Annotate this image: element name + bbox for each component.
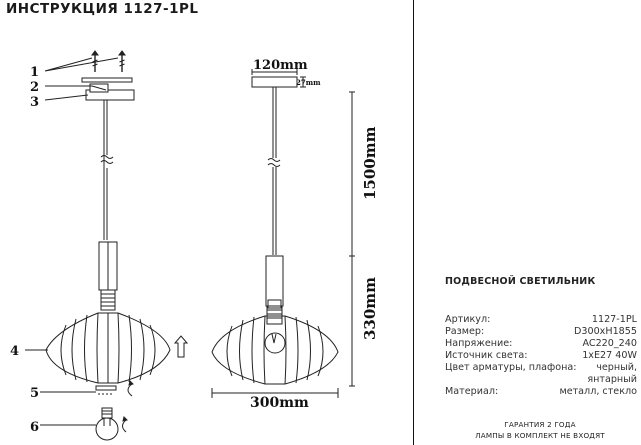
- callout-number: 2: [30, 80, 39, 95]
- glass-shade: [45, 312, 171, 384]
- spec-value: 1xE27 40W: [582, 350, 637, 361]
- spec-key: Источник света:: [445, 350, 528, 361]
- spec-key: Материал:: [445, 386, 499, 397]
- spec-key: Размер:: [445, 326, 485, 337]
- callout-number: 1: [30, 65, 39, 80]
- up-arrow-icon: [173, 335, 189, 358]
- dimension-label: 330mm: [361, 277, 379, 340]
- spec-value: черный,: [596, 362, 637, 373]
- callout-number: 6: [30, 420, 39, 435]
- dimension-label: 300mm: [250, 395, 309, 411]
- dimension-label: 1500mm: [361, 126, 379, 200]
- screw-icon: [118, 50, 126, 72]
- page-title: ИНСТРУКЦИЯ 1127-1PL: [6, 1, 199, 17]
- spec-value: металл, стекло: [559, 386, 637, 397]
- locking-ring: [95, 385, 117, 391]
- bulbs-not-included-text: ЛАМПЫ В КОМПЛЕКТ НЕ ВХОДЯТ: [475, 431, 605, 440]
- holder-tube: [265, 255, 284, 307]
- glass-shade: [211, 315, 339, 385]
- dimension-label: 27mm: [296, 78, 321, 87]
- spec-value: AC220_240: [582, 338, 637, 349]
- mounting-bar: [81, 77, 133, 83]
- exploded-view: [25, 50, 189, 441]
- bulb-icon: [264, 332, 286, 354]
- callout-number: 4: [10, 344, 19, 359]
- spec-key: Артикул:: [445, 314, 491, 325]
- spec-value: янтарный: [587, 374, 637, 385]
- callout-number: 3: [30, 95, 39, 110]
- socket: [100, 289, 116, 311]
- spec-value: D300xH1855: [573, 326, 637, 337]
- rotate-arrow-icon: [127, 383, 133, 397]
- canopy: [251, 76, 298, 88]
- vertical-divider: [413, 0, 414, 445]
- socket: [266, 305, 283, 325]
- spec-key: Напряжение:: [445, 338, 513, 349]
- spec-key: Цвет арматуры, плафона:: [445, 362, 577, 373]
- dimension-label: 120mm: [253, 58, 308, 73]
- bulb-icon: [95, 407, 119, 441]
- product-title: ПОДВЕСНОЙ СВЕТИЛЬНИК: [445, 276, 596, 287]
- rotate-arrow-icon: [122, 419, 127, 433]
- warranty-text: ГАРАНТИЯ 2 ГОДА: [504, 420, 576, 429]
- screw-icon: [91, 50, 99, 72]
- spec-value: 1127-1PL: [591, 314, 637, 325]
- dimension-view: [211, 69, 355, 398]
- callout-number: 5: [30, 386, 39, 401]
